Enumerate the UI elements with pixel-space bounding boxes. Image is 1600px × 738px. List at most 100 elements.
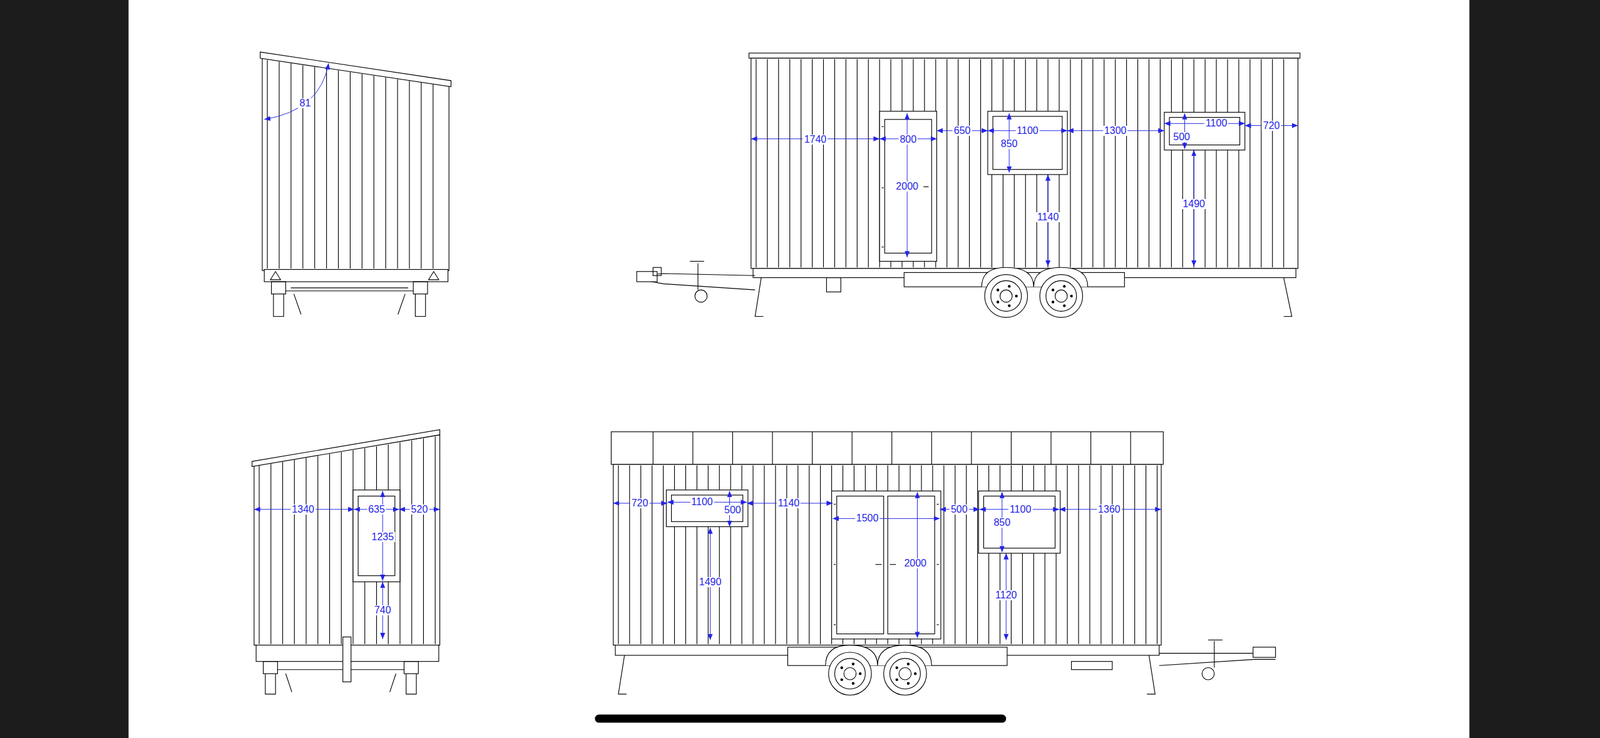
cladding-board: [341, 451, 342, 645]
jockey-post: [1213, 641, 1215, 668]
cladding-board: [1205, 59, 1206, 268]
window-glass: [671, 495, 744, 522]
hinge: [936, 564, 939, 565]
cladding-board: [373, 75, 375, 269]
cladding-board: [317, 455, 318, 645]
hinge: [881, 126, 884, 128]
wheel-bolt: [840, 678, 843, 681]
wheel-bolt: [840, 666, 843, 669]
wheel-bolt: [914, 672, 917, 675]
wheel-bolt: [996, 301, 999, 303]
leg-strut: [285, 673, 292, 692]
cladding-board: [1156, 465, 1158, 645]
cladding-board: [845, 59, 847, 268]
cladding-board: [965, 465, 967, 645]
dimension-label: 1235: [369, 532, 395, 543]
wheel-hub: [843, 667, 857, 680]
hinge: [936, 624, 939, 625]
hinge: [833, 503, 836, 505]
cladding-board: [868, 59, 869, 268]
wheel-bolt: [1070, 294, 1073, 297]
wheel-tyre: [984, 274, 1028, 318]
wheel-bolt: [996, 289, 999, 292]
roof-seam: [771, 431, 773, 465]
cladding-board: [1159, 59, 1161, 268]
dimension-label: 500: [723, 505, 743, 516]
cladding-board: [640, 465, 642, 645]
tyre-block: [263, 661, 278, 675]
corner-mark: [270, 271, 281, 280]
wheel-bolt: [895, 666, 898, 669]
chassis-plate: [826, 277, 841, 293]
hinge: [833, 624, 836, 625]
cladding-board: [946, 59, 948, 268]
jockey-handle: [1208, 639, 1223, 641]
cladding-board: [980, 59, 981, 268]
cladding-board: [1145, 465, 1147, 645]
hitch-lever: [652, 267, 662, 276]
cladding-board: [1069, 59, 1071, 268]
cladding-board: [662, 465, 664, 645]
roof-seam: [811, 431, 813, 465]
window-frame: [987, 111, 1068, 175]
window-glass: [983, 496, 1055, 549]
cladding-board: [1114, 59, 1116, 268]
chassis-plate: [1071, 661, 1113, 670]
roof-seam: [970, 431, 972, 465]
support-leg: [406, 673, 417, 695]
dimension-label: 1490: [697, 577, 724, 588]
hinge: [881, 246, 884, 248]
cladding-board: [778, 59, 779, 268]
cladding-board: [385, 77, 387, 269]
cladding-board: [411, 440, 412, 645]
window-glass: [992, 116, 1063, 170]
dimension-label: 1500: [855, 513, 881, 524]
cladding-board: [282, 461, 283, 645]
axle: [277, 669, 404, 670]
angle-arc: [264, 63, 329, 120]
roof-seam: [1050, 431, 1052, 465]
roof-edge: [748, 53, 1300, 59]
wheel-bolt: [1063, 285, 1066, 288]
jockey-handle: [689, 261, 705, 262]
support-leg: [265, 673, 276, 695]
leg-strut: [293, 294, 301, 315]
cladding-board: [294, 460, 295, 645]
dimension-label: 1340: [290, 504, 316, 515]
cladding-board: [305, 458, 307, 645]
window-glass: [358, 496, 395, 576]
tyre-block: [413, 281, 428, 295]
cladding-board: [1226, 59, 1228, 268]
angle-label: 81: [297, 98, 312, 109]
door-frame: [879, 111, 937, 262]
dimension-label: 1140: [1035, 212, 1060, 223]
jockey-post: [697, 263, 698, 290]
cladding-board: [1100, 465, 1102, 645]
cladding-board: [1182, 59, 1184, 268]
cladding-board: [1103, 59, 1105, 268]
tyre-block: [271, 281, 287, 295]
cladding-board: [823, 59, 824, 268]
views: [252, 51, 1301, 695]
wheel-bolt: [895, 678, 898, 681]
dimension-label: 1120: [994, 590, 1018, 601]
drawbar: [1159, 659, 1276, 666]
cladding-board: [1260, 59, 1262, 268]
support-leg: [415, 294, 426, 317]
cladding-board: [977, 465, 978, 645]
cladding-board: [314, 66, 315, 269]
cladding-board: [267, 60, 268, 269]
end-wall: [254, 435, 441, 646]
cladding-board: [651, 465, 653, 645]
cladding-board: [856, 59, 858, 268]
dimension-label: 500: [949, 504, 970, 515]
wheel-bolt: [1015, 294, 1018, 297]
cladding-board: [797, 465, 799, 645]
window-frame: [666, 490, 748, 528]
wheel-bolt: [907, 662, 909, 665]
wheel-hub: [1055, 289, 1068, 303]
cladding-board: [408, 80, 410, 269]
wheel-hub: [1000, 289, 1013, 303]
cladding-board: [326, 68, 327, 269]
wheel-bolt: [1008, 304, 1011, 307]
